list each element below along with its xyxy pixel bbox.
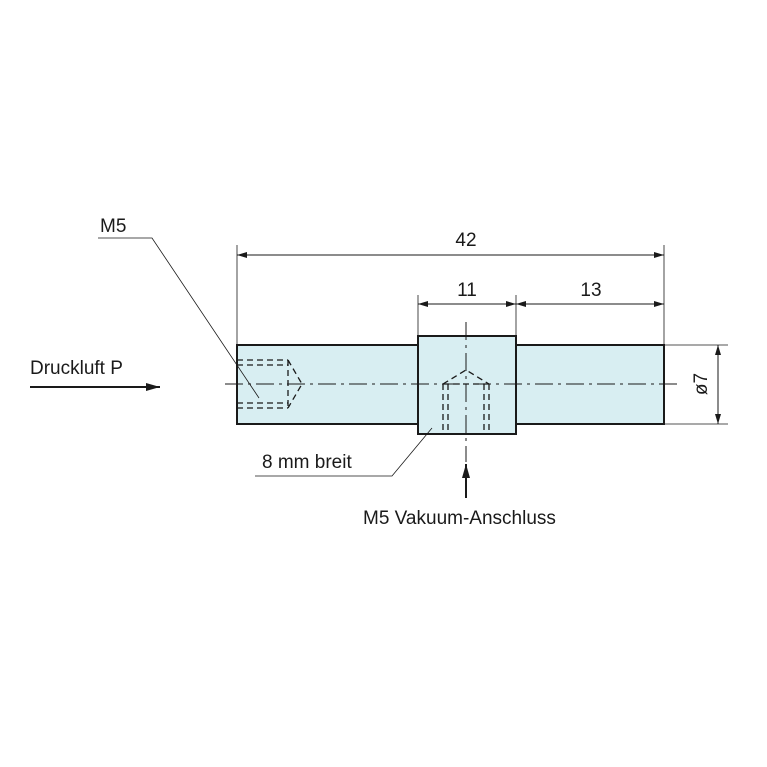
dim-middle-label: 11 bbox=[457, 280, 477, 301]
dim-right-label: 13 bbox=[580, 280, 601, 301]
middle-block bbox=[417, 335, 517, 435]
dim-diameter-label: ø7 bbox=[691, 373, 712, 395]
compressed-air-label: Druckluft P bbox=[30, 358, 123, 379]
dim-total-label: 42 bbox=[455, 230, 476, 251]
hidden-lines bbox=[237, 359, 490, 434]
width-note-label: 8 mm breit bbox=[262, 452, 352, 473]
vacuum-port-label: M5 Vakuum-Anschluss bbox=[363, 508, 556, 529]
thread-left-label: M5 bbox=[100, 216, 126, 237]
part-body bbox=[236, 335, 665, 435]
m5-leader bbox=[98, 237, 260, 399]
width-leader bbox=[255, 427, 433, 477]
